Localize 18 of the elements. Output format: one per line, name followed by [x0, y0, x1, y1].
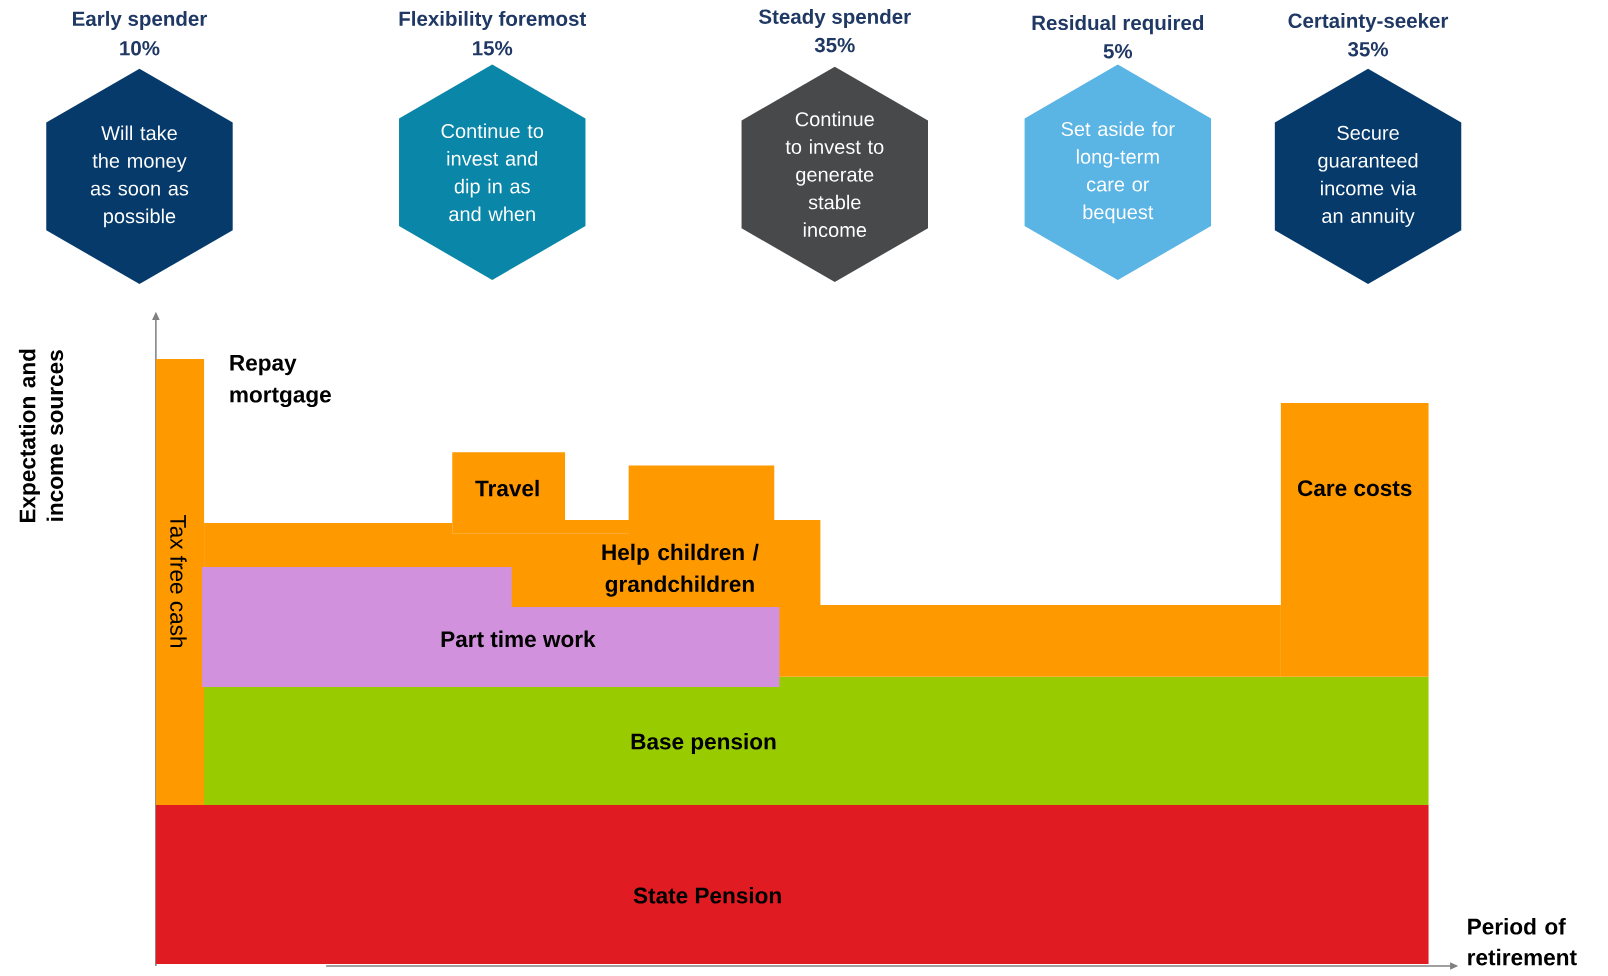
- segment-heading: Flexibility foremost 15%: [399, 10, 586, 56]
- axis-label: Period of retirement: [1468, 917, 1577, 966]
- expense-block: Care costs: [1280, 402, 1429, 677]
- node-label: Travel: [475, 479, 539, 497]
- segment-heading: Early spender 10%: [73, 10, 207, 56]
- segment-heading: Residual required 5%: [1032, 14, 1204, 59]
- segment-heading: Certainty-seeker 35%: [1288, 12, 1449, 57]
- hexagon: Continue to invest and dip in as and when: [399, 64, 586, 280]
- expense-block: Travel: [452, 452, 775, 534]
- axis-label: Expectation and income sources: [18, 349, 64, 522]
- income-band: State Pension: [155, 804, 1429, 964]
- node-label: Repay mortgage: [230, 354, 331, 407]
- hexagon: Continue to invest to generate stable income: [741, 66, 928, 282]
- segment-heading: Steady spender 35%: [759, 8, 911, 53]
- hexagon: Set aside for long-term care or bequest: [1024, 64, 1212, 280]
- hexagon: Secure guaranteed income via an annuity: [1274, 68, 1462, 284]
- income-band: Base pension: [202, 676, 1429, 805]
- hexagon: Will take the money as soon as possible: [46, 68, 233, 284]
